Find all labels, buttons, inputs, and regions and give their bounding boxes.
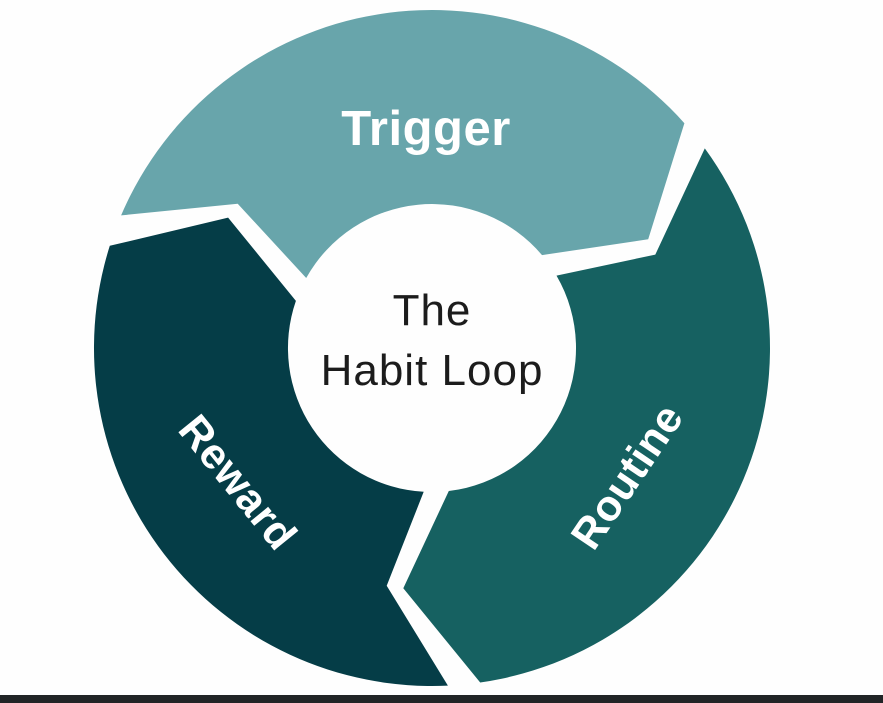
- title-line-2: Habit Loop: [320, 346, 544, 395]
- bottom-bar: [0, 695, 883, 703]
- segment-label-trigger: Trigger: [341, 102, 511, 156]
- segment-reward-shape: [93, 217, 448, 686]
- segment-trigger-shape: [121, 10, 685, 278]
- segment-routine-shape: [403, 148, 770, 683]
- title-line-1: The: [392, 286, 472, 336]
- center-title: The Habit Loop: [321, 281, 544, 401]
